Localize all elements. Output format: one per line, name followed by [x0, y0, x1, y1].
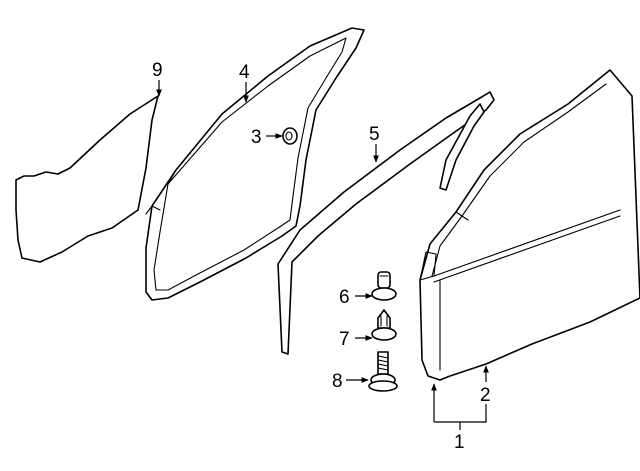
door-shell [419, 69, 640, 381]
grommet-clip [371, 271, 397, 301]
push-clip [371, 309, 397, 341]
callout-6: 6 [339, 287, 350, 308]
callout-5: 5 [369, 124, 380, 145]
callout-7: 7 [339, 329, 350, 350]
callout-3: 3 [251, 127, 262, 148]
callout-2: 2 [480, 385, 491, 406]
leader-1-bracket [434, 404, 487, 423]
callout-1: 1 [454, 432, 465, 453]
callout-8: 8 [332, 371, 343, 392]
callout-4: 4 [239, 62, 250, 83]
water-shield-sheet [15, 95, 159, 263]
door-opening-weatherstrip [145, 27, 365, 301]
plug [282, 127, 298, 145]
flange-bolt [368, 351, 398, 392]
leader-lines [156, 80, 489, 430]
callout-labels: 9 4 3 5 6 7 8 2 1 [152, 60, 491, 453]
callout-9: 9 [152, 60, 163, 81]
door-weatherstrip [277, 91, 495, 355]
